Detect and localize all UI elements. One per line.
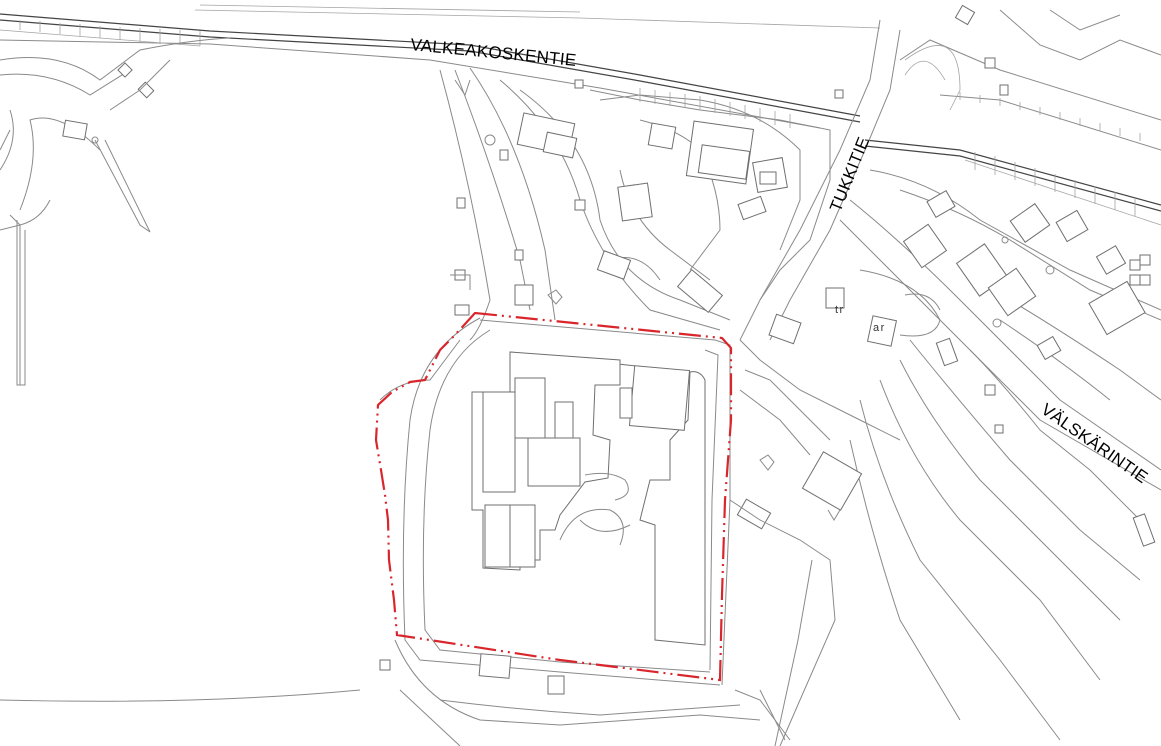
- tukkitie-road: [739, 19, 961, 341]
- label-valkeakoskentie: VALKEAKOSKENTIE: [410, 35, 578, 70]
- label-ar: ar: [873, 322, 886, 334]
- plan-boundary[interactable]: [374, 311, 733, 682]
- valkeakoskentie-road: [0, 4, 881, 129]
- east-road: [864, 4, 1161, 226]
- valskarintie-area: [736, 169, 1161, 741]
- main-site: [379, 317, 731, 695]
- west-area: [0, 37, 231, 386]
- label-tukkitie: TUKKITIE: [826, 134, 873, 214]
- north-block: [439, 67, 844, 341]
- south-area: [0, 499, 836, 746]
- label-tr: tr: [835, 304, 845, 316]
